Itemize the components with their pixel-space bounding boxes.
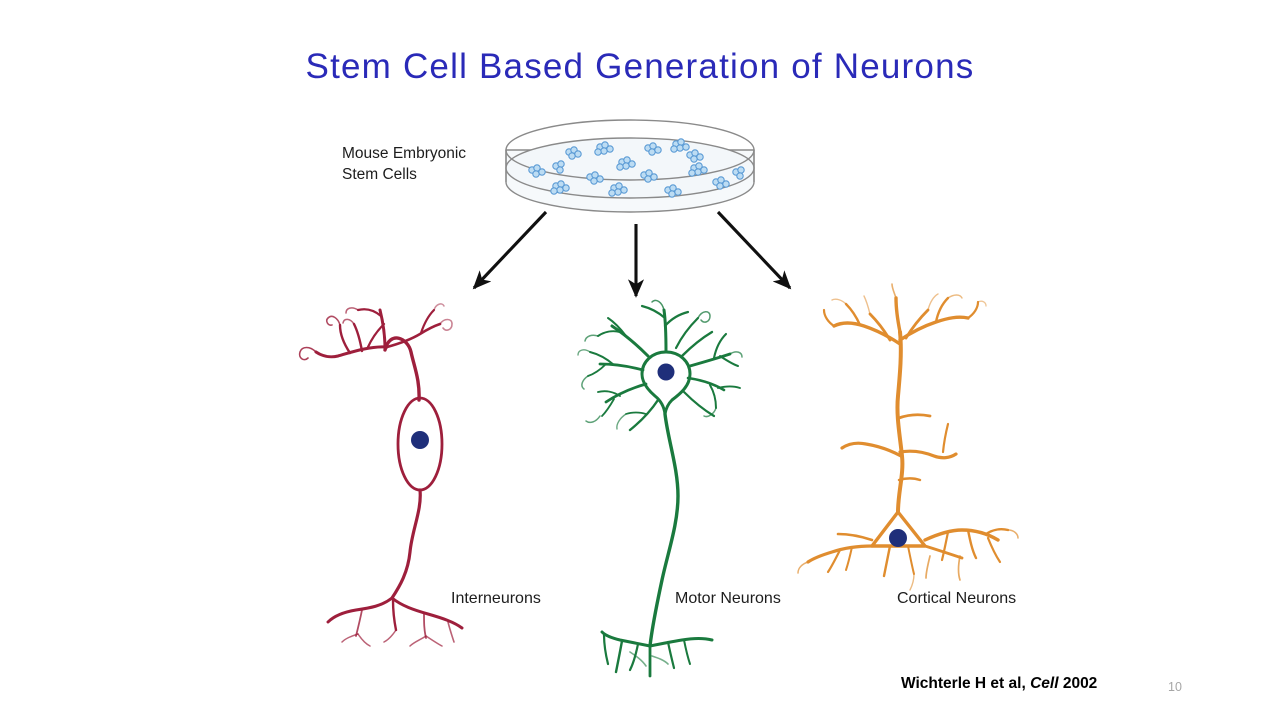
citation-journal: Cell	[1030, 675, 1059, 692]
differentiation-arrows	[472, 210, 792, 298]
interneurons-label: Interneurons	[451, 590, 541, 607]
dish-wall	[505, 149, 755, 213]
motor-neuron-drawing	[577, 299, 743, 678]
colony	[565, 146, 582, 160]
citation: Wichterle H et al, Cell 2002	[901, 675, 1097, 693]
slide-number: 10	[1168, 680, 1182, 694]
colony	[688, 162, 708, 177]
cortical-neurons-label: Cortical Neurons	[897, 590, 1017, 607]
motor-neurons-label: Motor Neurons	[675, 590, 781, 607]
interneuron-drawing	[298, 303, 464, 647]
colony	[616, 156, 636, 171]
dish-top-rim	[505, 119, 755, 181]
stem-cell-colonies	[528, 138, 745, 198]
colony	[552, 160, 565, 174]
petri-dish	[505, 119, 755, 213]
motor-neuron-nucleus	[657, 363, 675, 381]
citation-year: 2002	[1058, 675, 1098, 692]
arrow-to-interneurons	[472, 210, 548, 290]
cortical-neuron-drawing	[797, 283, 1019, 591]
colony	[586, 171, 604, 185]
colony	[670, 138, 690, 153]
arrow-to-cortical-neurons	[716, 210, 792, 290]
colony	[644, 142, 662, 156]
colony	[528, 164, 546, 178]
colony	[664, 184, 682, 198]
colony	[686, 149, 704, 163]
colony	[594, 141, 614, 156]
colony	[712, 176, 730, 190]
colony	[608, 182, 628, 197]
colony	[732, 166, 745, 180]
cortical-neuron-nucleus	[889, 529, 907, 547]
colony	[640, 169, 658, 183]
colony	[550, 180, 570, 195]
citation-authors: Wichterle H et al,	[901, 675, 1031, 692]
mouse-embryonic-stem-cells-label: Mouse Embryonic Stem Cells	[342, 145, 467, 183]
interneuron-nucleus	[411, 431, 429, 449]
dish-medium-surface	[505, 137, 755, 199]
page-title: Stem Cell Based Generation of Neurons	[305, 47, 975, 86]
